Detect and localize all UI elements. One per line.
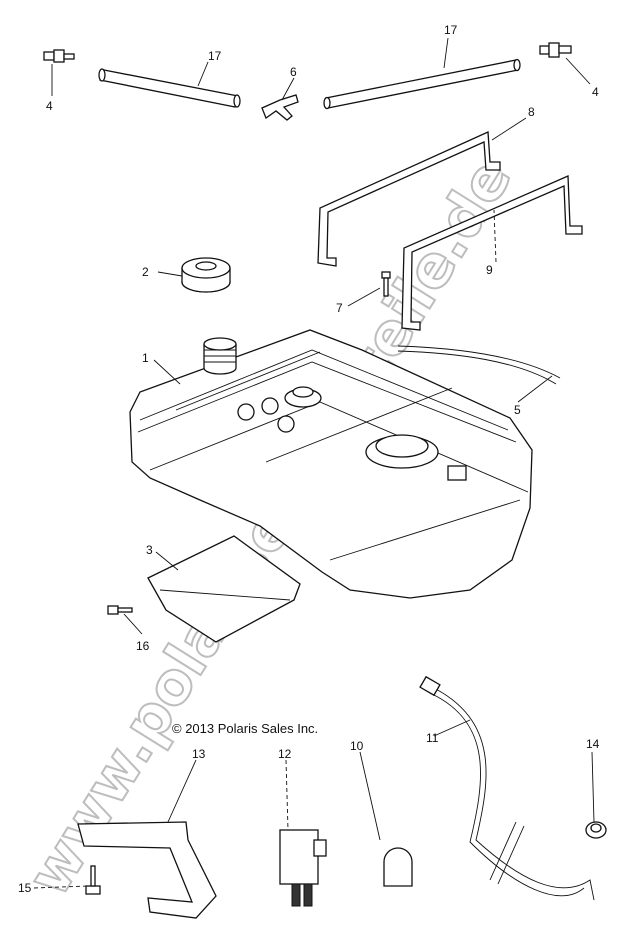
callout-1: 1 [142, 351, 149, 365]
callout-4-left: 4 [46, 99, 53, 113]
part-14-clamp [585, 821, 607, 839]
part-4-left-fitting [43, 49, 75, 63]
part-6-y-fitting [261, 94, 299, 121]
part-17-short-hose [98, 68, 241, 108]
callout-11: 11 [426, 731, 439, 745]
copyright-text: © 2013 Polaris Sales Inc. [172, 721, 318, 736]
part-8-strap [317, 131, 501, 267]
callout-5: 5 [514, 403, 521, 417]
part-16-screw [107, 605, 133, 615]
part-13-bracket [77, 821, 217, 919]
part-15-bolt [85, 865, 101, 895]
callout-12: 12 [278, 747, 292, 761]
callout-16: 16 [136, 639, 150, 653]
callout-labels: 4 17 6 17 4 8 9 2 7 1 5 3 16 11 14 10 12… [18, 23, 600, 895]
callout-17-right: 17 [444, 23, 458, 37]
callout-17-left: 17 [208, 49, 222, 63]
part-4-right-fitting [539, 42, 572, 58]
callout-15: 15 [18, 881, 32, 895]
part-11-vent-line [419, 675, 595, 901]
callout-13: 13 [192, 747, 206, 761]
leader-lines [33, 37, 595, 889]
callout-7: 7 [336, 301, 343, 315]
callout-3: 3 [146, 543, 153, 557]
callout-4-right: 4 [592, 85, 599, 99]
part-3-shield [147, 535, 301, 643]
part-5-hose [397, 345, 561, 385]
callout-10: 10 [350, 739, 364, 753]
part-12-connector [279, 829, 327, 907]
callout-8: 8 [528, 105, 535, 119]
callout-6: 6 [290, 65, 297, 79]
part-10-cap [383, 847, 413, 887]
callout-9: 9 [486, 263, 493, 277]
part-2-cap [181, 257, 231, 293]
part-17-long-hose [323, 58, 521, 110]
part-9-strap [401, 175, 583, 331]
callout-2: 2 [142, 265, 149, 279]
callout-14: 14 [586, 737, 600, 751]
part-1-fuel-tank [129, 329, 533, 599]
part-7-bolt [381, 271, 391, 297]
